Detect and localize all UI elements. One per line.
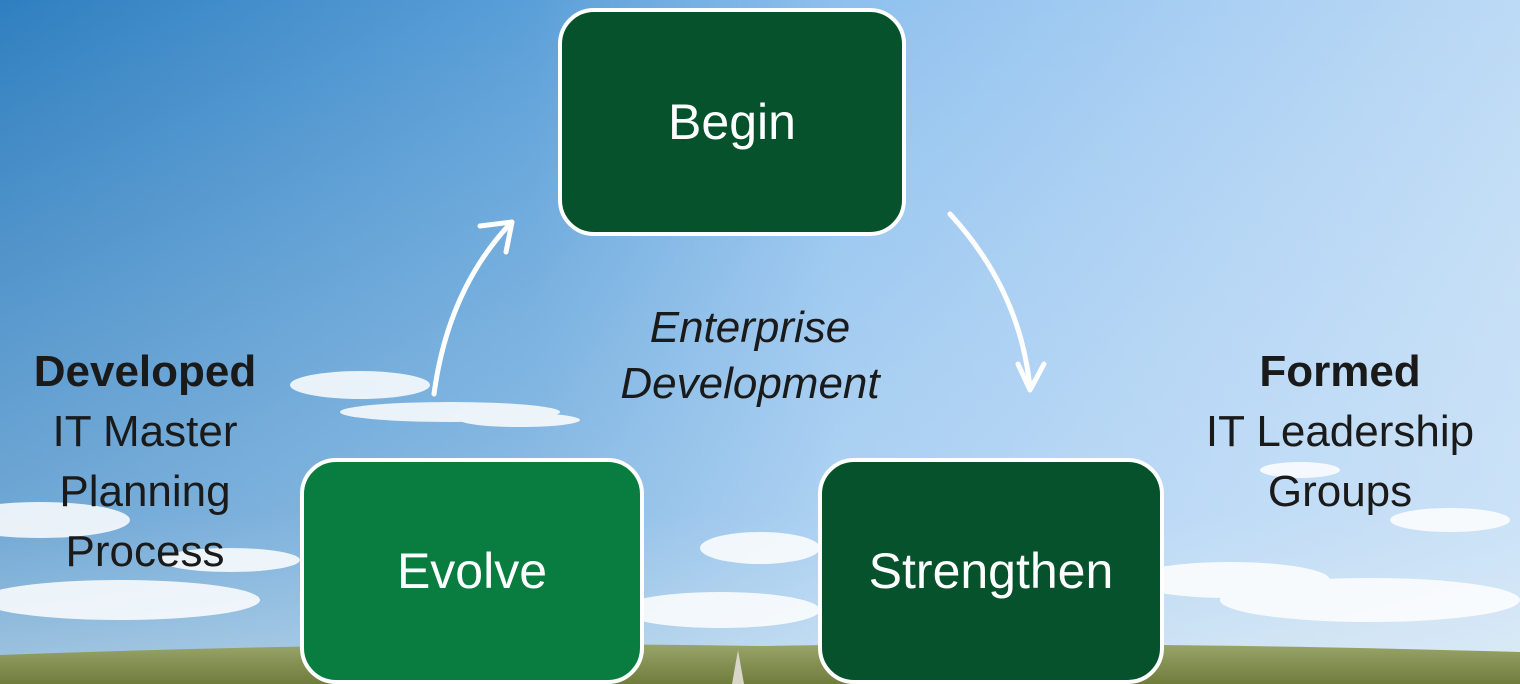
node-begin: Begin [558,8,906,236]
arrowhead-evolve-to-begin [477,219,515,255]
arrowhead-begin-to-strengthen [1015,361,1047,393]
node-strengthen: Strengthen [818,458,1164,684]
left-annotation-line1: IT Master [52,407,238,456]
left-annotation: Developed IT Master Planning Process [0,342,290,582]
clouds [0,371,1520,628]
right-annotation-line1: IT Leadership [1205,407,1475,456]
node-evolve: Evolve [300,458,644,684]
left-annotation-line2: Planning [59,467,231,516]
node-strengthen-label: Strengthen [868,543,1114,599]
right-annotation: Formed IT Leadership Groups [1160,342,1520,522]
center-label-line2: Development [620,359,880,408]
right-annotation-heading: Formed [1259,347,1421,396]
center-label-line1: Enterprise [649,303,851,352]
right-annotation-line2: Groups [1267,467,1413,516]
node-begin-label: Begin [668,94,796,150]
arrow-evolve-to-begin [431,221,513,397]
left-annotation-heading: Developed [33,347,257,396]
arrow-begin-to-strengthen [947,211,1033,391]
left-annotation-line3: Process [65,527,225,576]
center-label: Enterprise Development [560,300,940,412]
node-evolve-label: Evolve [396,543,548,599]
